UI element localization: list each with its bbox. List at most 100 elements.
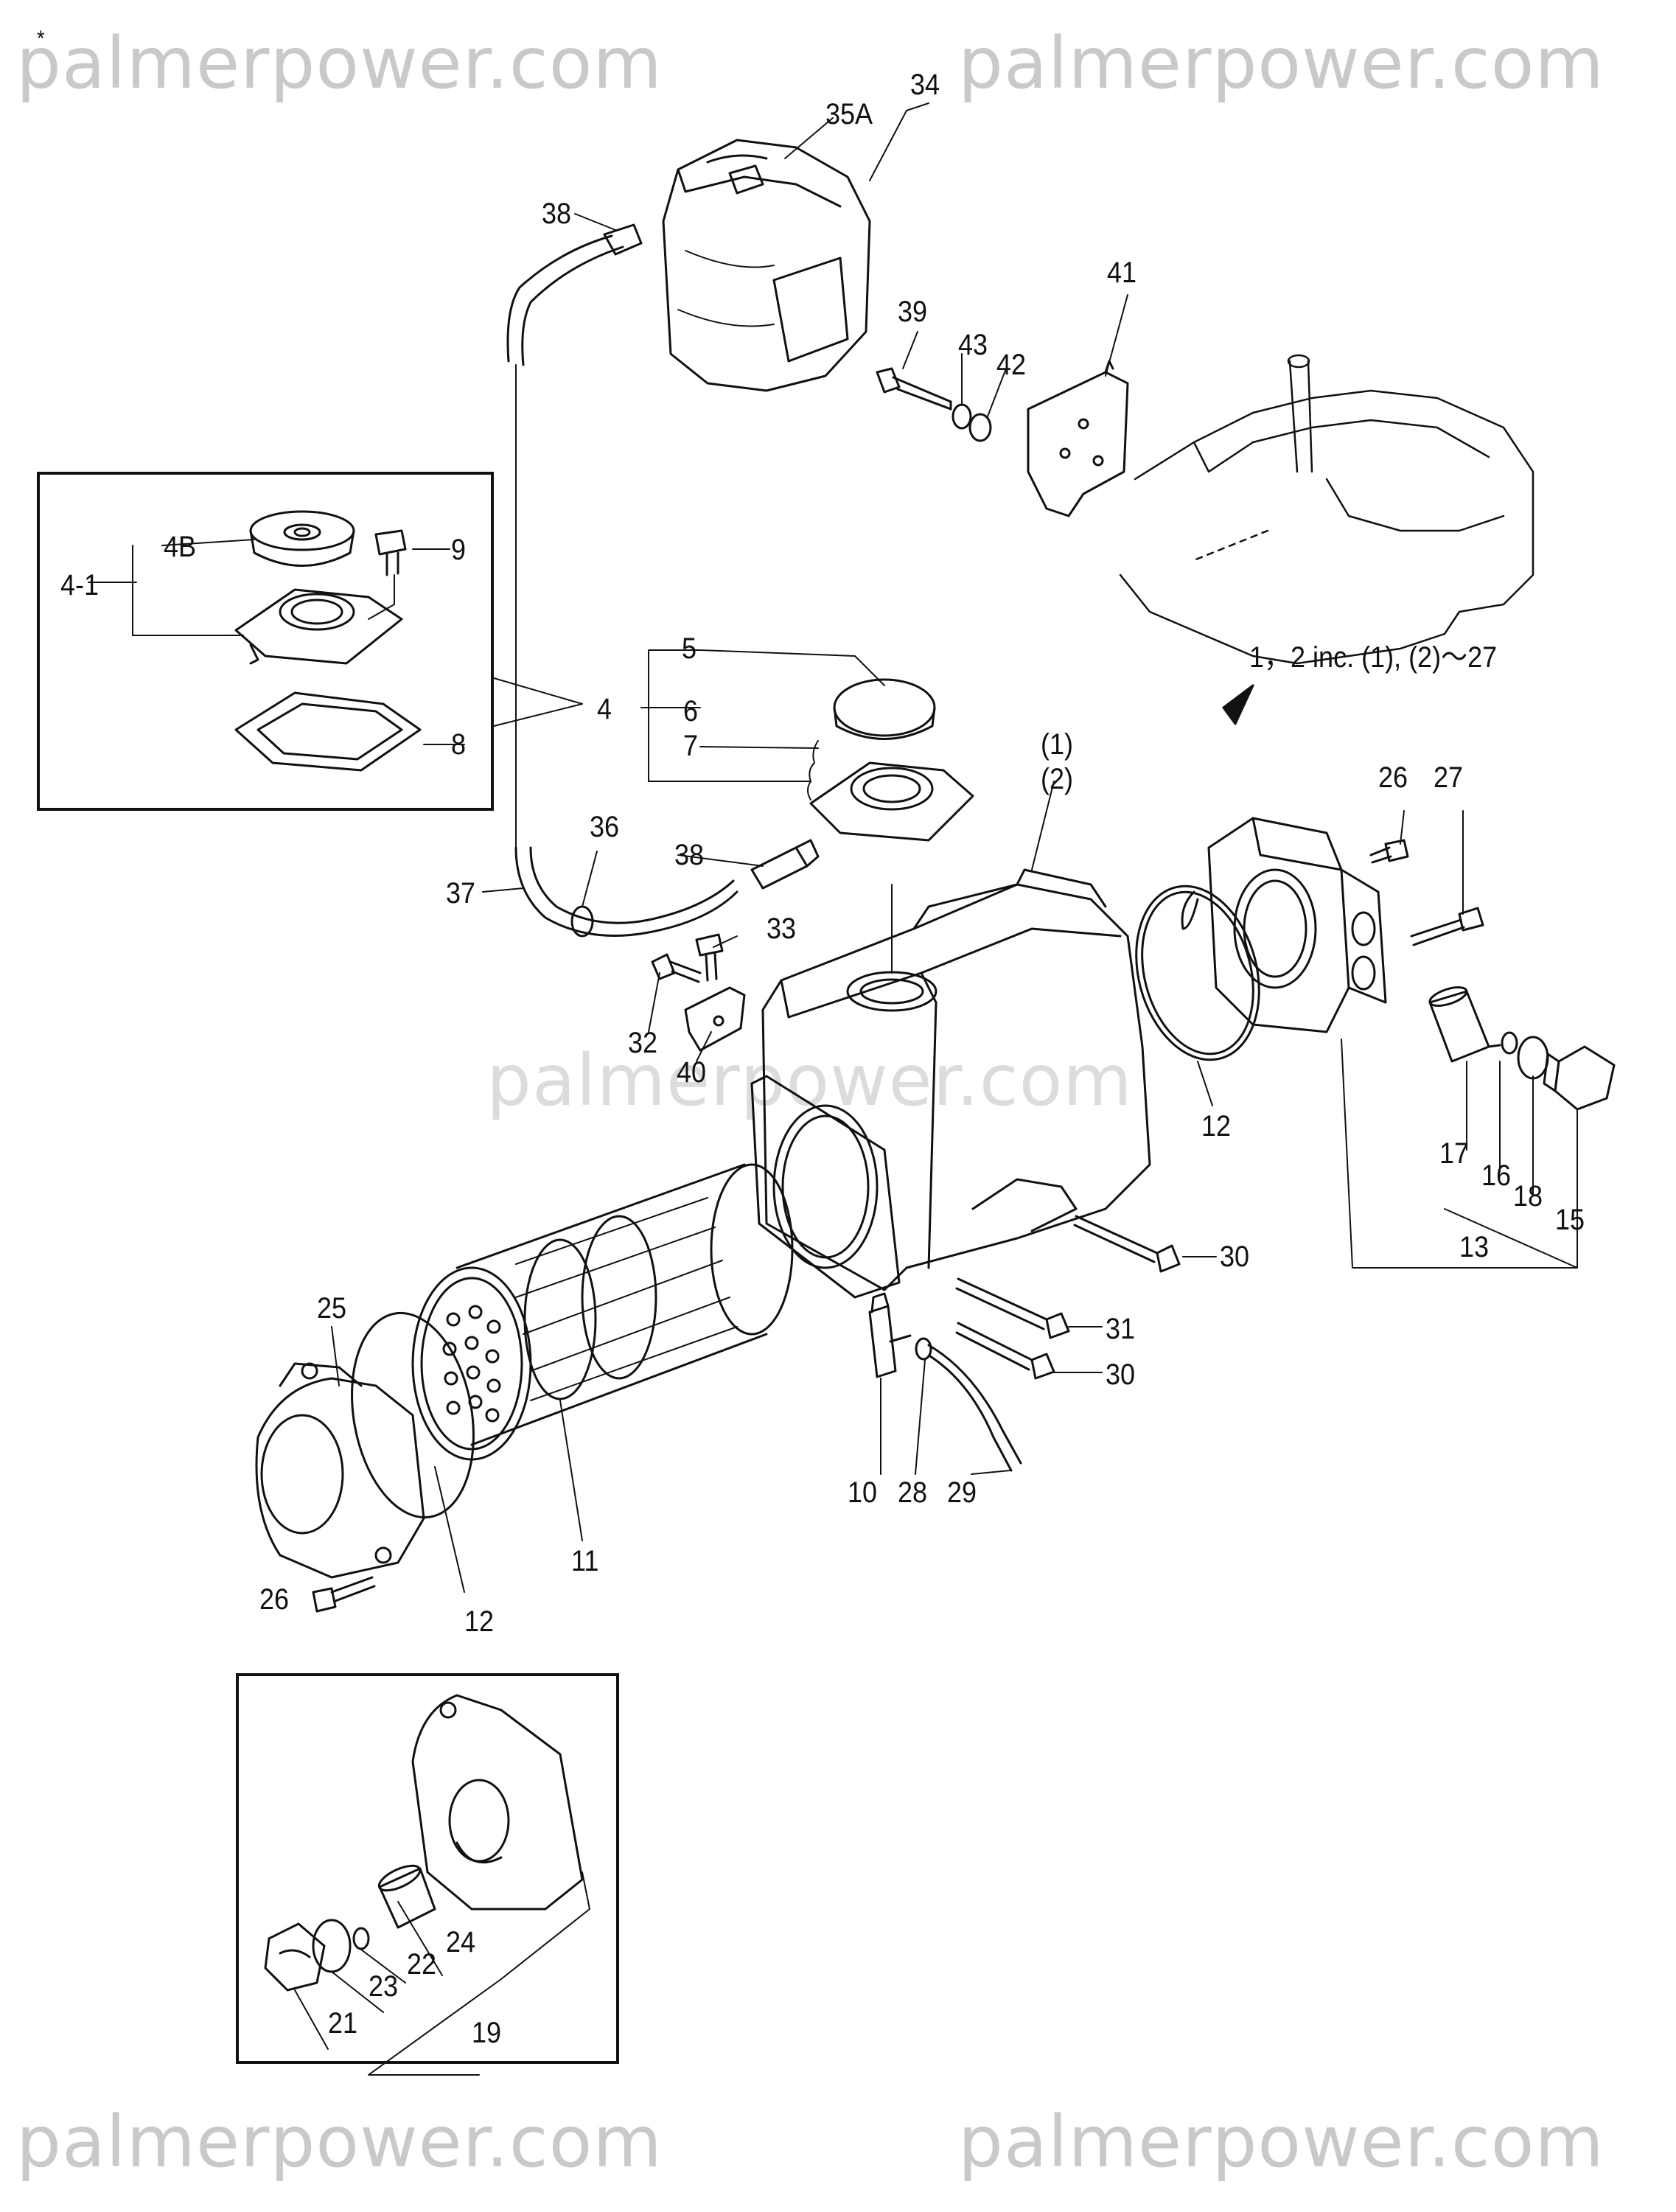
fitting-38-icon (750, 839, 820, 890)
chain-7-icon (807, 740, 819, 800)
filler-cap-5-icon (833, 678, 936, 740)
label-5: 5 (682, 632, 697, 665)
label-33: 33 (767, 913, 797, 945)
bolt-33-icon (695, 933, 724, 982)
label-16: 16 (1481, 1159, 1512, 1192)
label-31: 31 (1106, 1313, 1136, 1345)
sub-tank-icon (662, 139, 871, 392)
drain-plug-15-icon (1543, 1045, 1616, 1111)
label-9: 9 (451, 534, 467, 566)
front-cover-25-icon (255, 1362, 425, 1579)
label-29: 29 (947, 1476, 977, 1509)
label-38-top: 38 (542, 198, 572, 230)
o-ring-12-icon (1135, 885, 1260, 1061)
filler-neck-icon (809, 761, 974, 842)
label-12-right: 12 (1201, 1110, 1232, 1142)
bolt-9-icon (374, 529, 407, 576)
front-cover-detail-icon (411, 1694, 584, 1911)
label-35a: 35A (825, 98, 873, 130)
label-6: 6 (683, 695, 699, 728)
label-1: (1) (1041, 728, 1074, 761)
cooler-element-11-icon (411, 1163, 794, 1461)
label-22: 22 (407, 1948, 437, 1981)
label-40: 40 (677, 1056, 707, 1089)
label-13: 13 (1459, 1231, 1490, 1263)
label-19: 19 (472, 2017, 502, 2049)
label-17: 17 (1439, 1137, 1470, 1170)
label-11: 11 (571, 1545, 599, 1577)
bolt-39-icon (876, 367, 952, 411)
label-36: 36 (590, 811, 620, 843)
label-34: 34 (910, 69, 940, 101)
engine-block-icon (1119, 354, 1534, 665)
washer-22-icon (352, 1927, 370, 1950)
filler-cap-4b-icon (249, 510, 355, 567)
inset-drain-plug-detail (236, 1673, 619, 2064)
bolt-30-top-icon (1073, 1215, 1181, 1273)
label-42: 42 (996, 349, 1027, 381)
drain-cock-10-icon (868, 1292, 912, 1378)
bolt-32-icon (651, 953, 702, 983)
label-26-top: 26 (1378, 761, 1408, 794)
label-2: (2) (1041, 763, 1074, 795)
label-25: 25 (317, 1292, 347, 1325)
label-27: 27 (1434, 761, 1464, 794)
label-32: 32 (628, 1027, 658, 1059)
label-18: 18 (1513, 1180, 1543, 1213)
label-37: 37 (446, 877, 476, 910)
gasket-18-icon (1517, 1036, 1549, 1080)
label-43: 43 (958, 329, 988, 361)
direction-arrow-icon (1222, 684, 1254, 725)
label-10: 10 (848, 1476, 878, 1509)
gasket-8-icon (234, 691, 422, 772)
washer-42-icon (968, 413, 992, 442)
label-23: 23 (369, 1970, 399, 2003)
watermark-top-left: palmerpower.com (16, 22, 663, 105)
leader-lines (88, 102, 1578, 2076)
label-4: 4 (597, 693, 612, 725)
filler-neck-4-1-icon (234, 588, 403, 665)
watermark-bottom-left: palmerpower.com (16, 2101, 663, 2183)
drain-plug-21-icon (264, 1922, 326, 1992)
label-15: 15 (1555, 1204, 1585, 1236)
hose-clamp-28-icon (915, 1337, 932, 1361)
hose-37-icon (514, 846, 739, 937)
label-4b: 4B (164, 531, 197, 563)
label-26-lower: 26 (259, 1583, 290, 1616)
bolt-26-lower-icon (312, 1576, 376, 1613)
bracket-40-icon (684, 986, 746, 1052)
label-8: 8 (451, 728, 467, 761)
label-39: 39 (898, 296, 928, 328)
gasket-23-icon (312, 1919, 352, 1973)
inset-callout-line (493, 677, 583, 727)
spring-washer-43-icon (952, 403, 972, 430)
element-17-icon (1428, 986, 1501, 1063)
label-12-left: 12 (464, 1605, 495, 1638)
hose-29-icon (927, 1344, 1022, 1472)
label-21: 21 (328, 2007, 358, 2040)
bolt-30-lower-icon (955, 1322, 1055, 1380)
label-7: 7 (683, 730, 699, 762)
watermark-bottom-right: palmerpower.com (958, 2101, 1605, 2183)
header-mark: * (37, 27, 45, 51)
element-24-icon (377, 1864, 436, 1929)
bolt-27-icon (1410, 907, 1484, 946)
watermark-center: palmerpower.com (486, 1039, 1133, 1122)
label-30-lower: 30 (1106, 1358, 1136, 1391)
inset-filler-cap-detail (37, 472, 494, 811)
label-30-top: 30 (1220, 1241, 1250, 1273)
bolt-26-icon (1369, 839, 1409, 864)
label-4-1: 4-1 (60, 569, 99, 601)
watermark-top-right: palmerpower.com (958, 22, 1605, 105)
o-ring-12-left-icon (351, 1311, 475, 1519)
overflow-hose-icon (506, 223, 643, 366)
bracket-41-icon (1027, 360, 1129, 517)
label-41: 41 (1107, 257, 1137, 289)
assembly-note: 1，2 inc. (1), (2)～27 (1249, 641, 1498, 674)
label-38-mid: 38 (674, 839, 705, 871)
bolt-31-icon (955, 1277, 1070, 1339)
washer-16-icon (1501, 1031, 1518, 1055)
label-28: 28 (898, 1476, 928, 1509)
